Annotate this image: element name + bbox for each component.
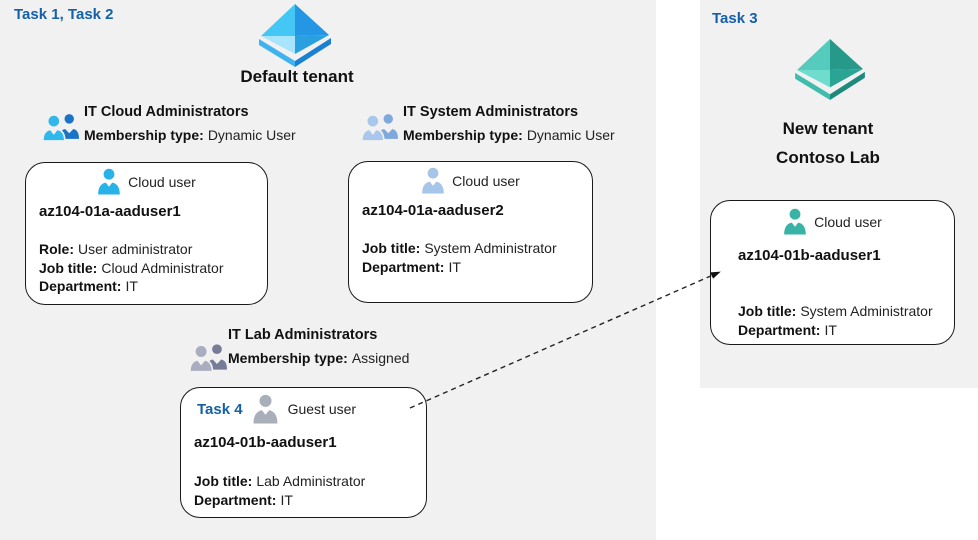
default-tenant-title: Default tenant	[240, 67, 354, 86]
group-title-system-admins: IT System Administrators	[403, 104, 579, 120]
user-type-label: Cloud user	[814, 213, 882, 230]
card-header: Cloud user	[26, 168, 267, 195]
group-icon-system-admins	[361, 114, 398, 142]
user-fields: Job title:System Administrator Departmen…	[362, 239, 592, 276]
membership-value: Dynamic User	[207, 127, 296, 143]
field-department: Department:IT	[39, 278, 138, 294]
card-header: Cloud user	[711, 208, 954, 235]
task-1-2-label: Task 1, Task 2	[14, 6, 114, 23]
field-department: Department:IT	[362, 258, 461, 275]
guest-user-icon	[253, 394, 278, 424]
user-fields: Job title:Lab Administrator Department:I…	[194, 472, 426, 509]
cloud-user-icon	[422, 167, 444, 194]
membership-value: Dynamic User	[526, 127, 615, 143]
group-title-cloud-admins: IT Cloud Administrators	[84, 104, 249, 120]
group-membership-system-admins: Membership type:Dynamic User	[403, 127, 615, 143]
user-fields: Job title:System Administrator Departmen…	[738, 302, 954, 339]
field-job-title: Job title:System Administrator	[738, 303, 933, 319]
username: az104-01b-aaduser1	[194, 434, 337, 451]
task-3-label: Task 3	[712, 10, 758, 27]
card-header: Task 4 Guest user	[181, 394, 426, 424]
card-header: Cloud user	[349, 167, 592, 194]
user-fields: Role:User administrator Job title:Cloud …	[39, 240, 267, 296]
new-tenant-title-line2: Contoso Lab	[776, 148, 880, 167]
membership-value: Assigned	[351, 350, 410, 366]
user-type-label: Guest user	[287, 401, 357, 417]
azure-ad-tenant-icon-blue	[259, 4, 331, 67]
username: az104-01b-aaduser1	[738, 247, 881, 264]
user-type-label: Cloud user	[128, 173, 196, 190]
new-tenant-user-card: Cloud user az104-01b-aaduser1 Job title:…	[710, 200, 955, 345]
username: az104-01a-aaduser1	[39, 203, 181, 220]
cloud-user-icon	[784, 208, 806, 235]
membership-label: Membership type:	[84, 127, 204, 143]
group-icon-lab-admins	[189, 344, 227, 373]
group-membership-cloud-admins: Membership type:Dynamic User	[84, 127, 296, 143]
field-job-title: Job title:Lab Administrator	[194, 473, 366, 489]
membership-label: Membership type:	[403, 127, 523, 143]
group-title-lab-admins: IT Lab Administrators	[228, 327, 378, 343]
cloud-user-icon	[98, 168, 120, 195]
new-tenant-title-line1: New tenant	[782, 119, 874, 138]
field-job-title: Job title:System Administrator	[362, 240, 557, 256]
guest-user-card: Task 4 Guest user az104-01b-aaduser1 Job…	[180, 387, 427, 518]
membership-label: Membership type:	[228, 350, 348, 366]
user-card-aaduser2: Cloud user az104-01a-aaduser2 Job title:…	[348, 161, 593, 303]
user-card-aaduser1: Cloud user az104-01a-aaduser1 Role:User …	[25, 162, 268, 305]
field-role: Role:User administrator	[39, 241, 193, 257]
username: az104-01a-aaduser2	[362, 202, 504, 219]
user-type-label: Cloud user	[452, 172, 520, 189]
group-membership-lab-admins: Membership type:Assigned	[228, 350, 409, 366]
task-4-label: Task 4	[197, 400, 243, 418]
azure-ad-tenant-icon-teal	[795, 38, 865, 100]
field-department: Department:IT	[738, 321, 837, 338]
field-department: Department:IT	[194, 491, 293, 508]
field-job-title: Job title:Cloud Administrator	[39, 259, 224, 276]
group-icon-cloud-admins	[42, 114, 79, 142]
